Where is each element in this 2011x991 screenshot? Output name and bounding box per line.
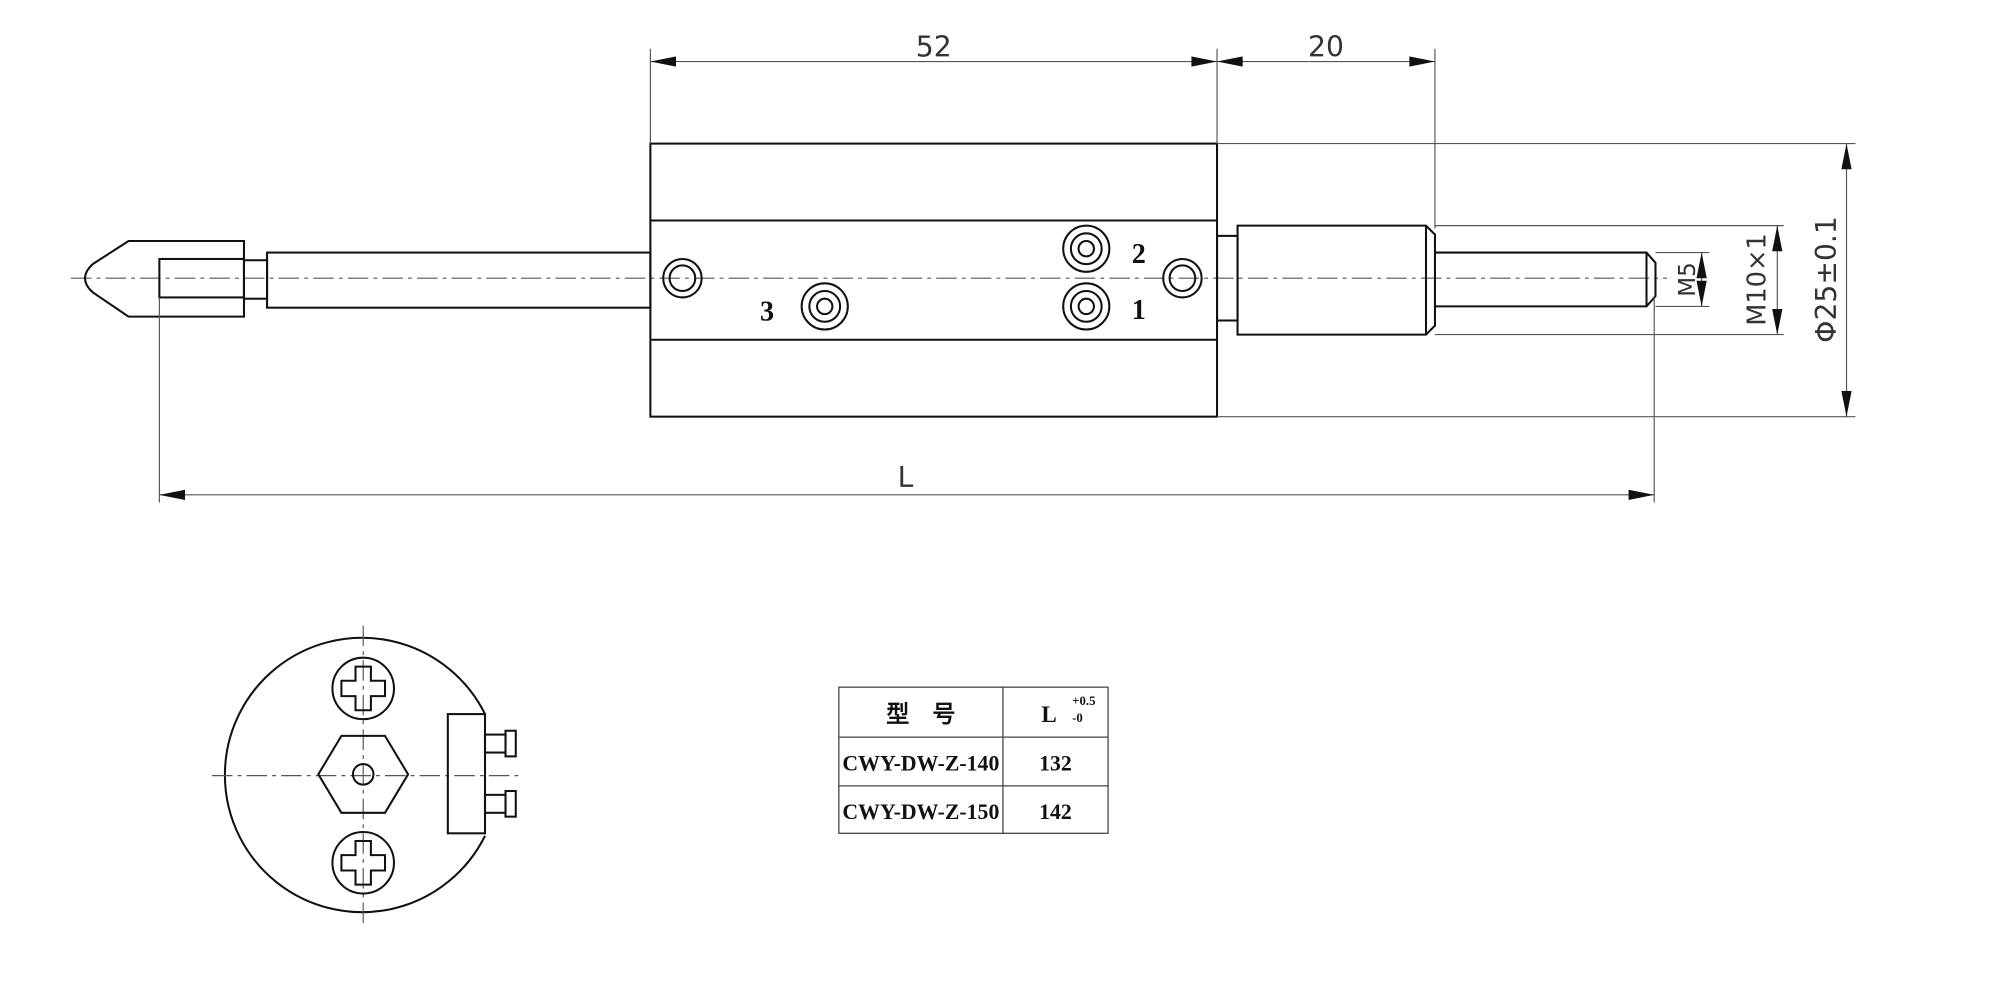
- screw-top-icon: [331, 656, 396, 721]
- port-label-2: 2: [1132, 239, 1146, 270]
- port-2: [1062, 224, 1111, 273]
- row-model: CWY-DW-Z-140: [842, 751, 999, 775]
- connector-plate: [446, 713, 487, 835]
- threaded-shaft: [1434, 251, 1657, 308]
- row-model: CWY-DW-Z-150: [842, 800, 999, 824]
- mount-hole-left: [662, 257, 703, 299]
- tolerance-upper: +0.5: [1072, 694, 1095, 708]
- model-table: 型 号 L +0.5 -0 CWY-DW-Z-140 132 CWY-DW-Z-…: [838, 686, 1109, 834]
- dim-thread-small: M5: [1675, 262, 1701, 297]
- tolerance-lower: -0: [1072, 711, 1083, 725]
- hex-nut: [317, 734, 410, 814]
- end-view: [211, 625, 520, 926]
- end-outline: [223, 636, 486, 914]
- connector-pin-top: [483, 729, 517, 758]
- dim-nut-length: 20: [1308, 30, 1344, 63]
- probe-rod: [266, 251, 652, 309]
- port-3: [800, 282, 849, 331]
- row-L: 132: [1039, 751, 1072, 775]
- header-model: 型 号: [886, 701, 955, 727]
- side-view: 2 1 3 52 20 L M5 M10×1 Φ25±0.1: [70, 30, 1856, 503]
- mounting-nut: [1236, 224, 1437, 336]
- connector-pin-bottom: [483, 789, 517, 818]
- probe-tip: [83, 239, 246, 318]
- tip-collar: [242, 259, 269, 300]
- dim-body-length: 52: [916, 30, 952, 63]
- port-label-1: 1: [1132, 295, 1146, 326]
- row-L: 142: [1039, 800, 1072, 824]
- screw-bottom-icon: [331, 831, 396, 895]
- mount-hole-right: [1162, 257, 1203, 299]
- port-1: [1062, 282, 1111, 331]
- dim-overall-length: L: [898, 461, 914, 494]
- port-label-3: 3: [760, 297, 774, 328]
- dim-thread-large: M10×1: [1743, 233, 1773, 326]
- dim-diameter: Φ25±0.1: [1810, 216, 1843, 343]
- header-L: L: [1041, 701, 1056, 727]
- sensor-body: [649, 142, 1219, 418]
